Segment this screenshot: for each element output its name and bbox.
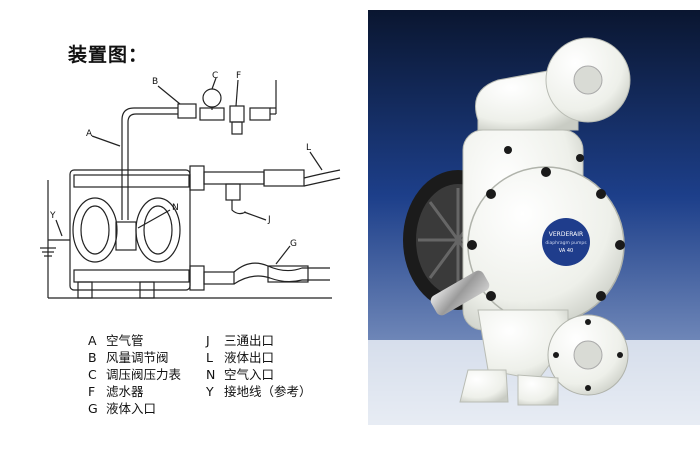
label-f: F	[236, 71, 241, 81]
left-chamber	[72, 197, 118, 263]
inlet-flange	[189, 265, 205, 291]
pressure-gauge	[202, 88, 222, 108]
label-b: B	[152, 77, 158, 87]
label-c: C	[212, 71, 218, 81]
label-y: Y	[49, 211, 56, 221]
label-j: J	[267, 215, 271, 225]
pump-foot-right	[517, 374, 559, 406]
label-n: N	[172, 203, 179, 213]
outlet-flange	[189, 165, 205, 191]
outlet-pipe	[203, 171, 265, 185]
air-flow-valve	[177, 103, 197, 119]
badge-model: VA 40	[559, 248, 573, 254]
label-a: A	[86, 129, 93, 139]
air-inlet-fitting	[430, 270, 490, 316]
pump-body-outline	[69, 169, 191, 291]
label-g: G	[290, 239, 297, 249]
installation-diagram-panel: 装置图：	[40, 44, 341, 416]
water-filter	[229, 105, 245, 123]
pump-foot-left	[459, 369, 509, 403]
badge-sub: diaphragm pumps	[545, 240, 587, 246]
inlet-hose	[233, 262, 330, 273]
air-tube	[121, 107, 178, 220]
air-valve-center	[115, 221, 137, 251]
installation-schematic: A B C F L Y N J G	[40, 71, 341, 299]
diagram-title: 装置图：	[68, 44, 149, 66]
brand-badge	[542, 218, 590, 266]
label-l: L	[306, 143, 311, 153]
badge-brand: VERDERAIR	[549, 231, 583, 238]
tee-outlet	[225, 183, 241, 201]
pump-product-photo: VERDERAIR diaphragm pumps VA 40	[368, 10, 700, 425]
